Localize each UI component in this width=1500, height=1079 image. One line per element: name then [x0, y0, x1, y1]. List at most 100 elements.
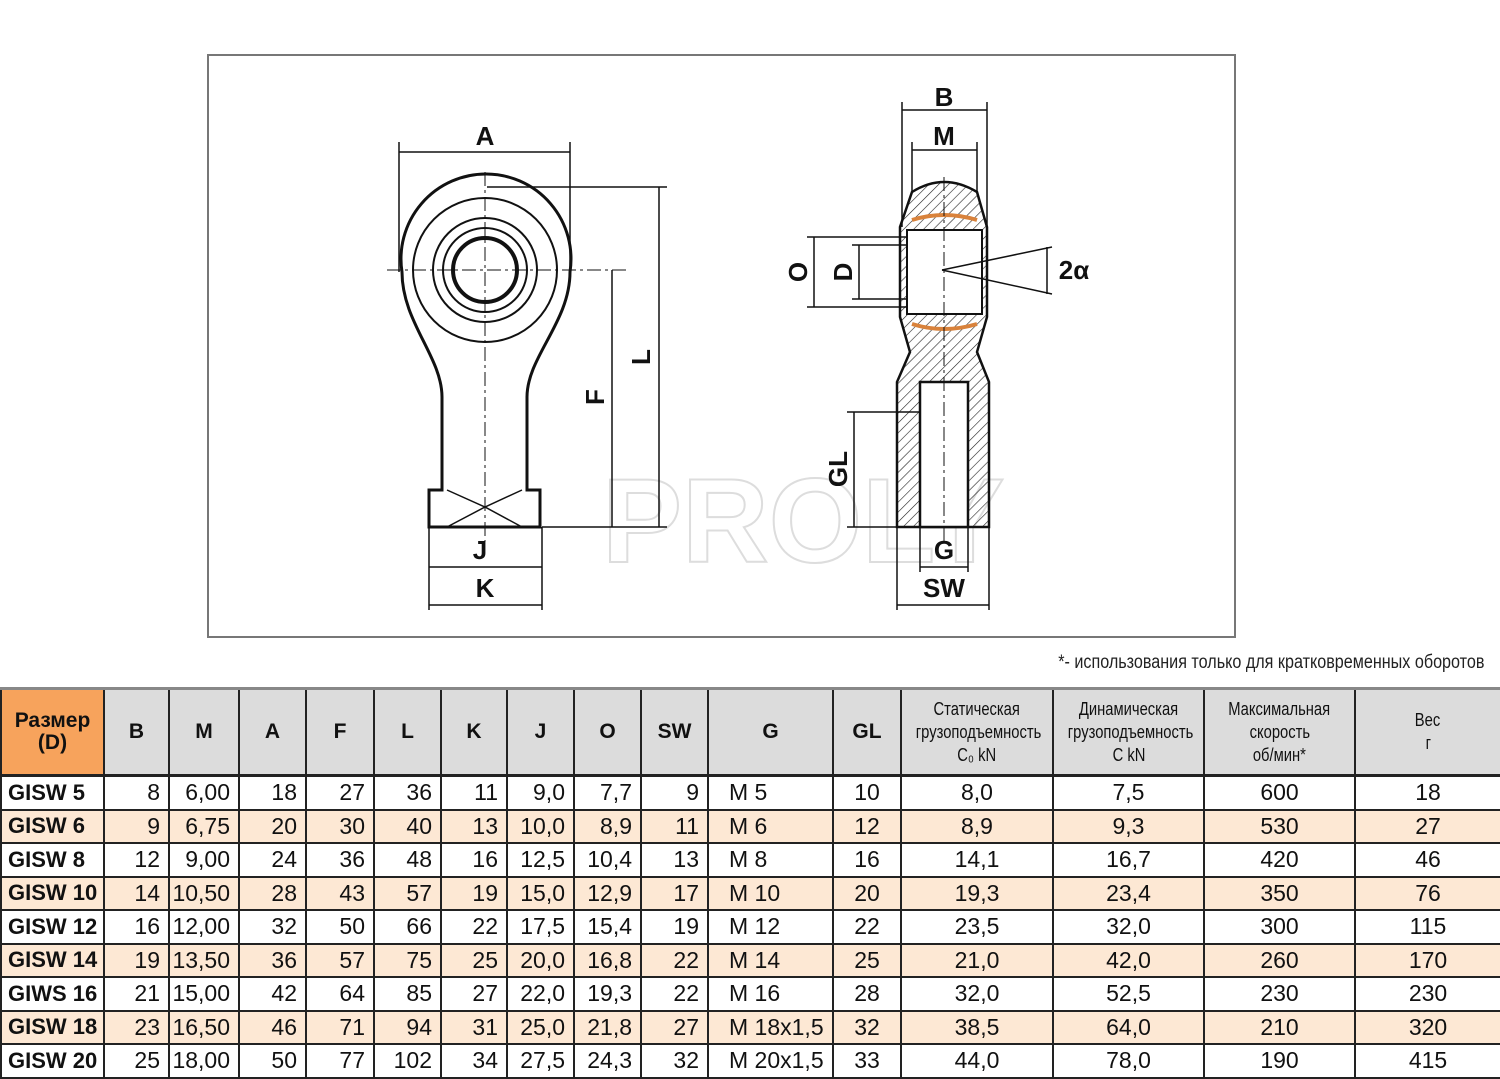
dim-label-m: M	[933, 121, 955, 151]
value-cell: 320	[1354, 1009, 1500, 1045]
front-view	[387, 142, 667, 610]
value-cell: M 18x1,5	[707, 1009, 834, 1045]
header-m: M	[168, 687, 240, 777]
value-cell: 22	[440, 909, 508, 945]
value-cell: 76	[1354, 875, 1500, 911]
dim-label-gl: GL	[823, 451, 853, 487]
value-cell: 25	[832, 942, 902, 978]
value-cell: 9,3	[1052, 808, 1205, 844]
value-cell: 9,0	[506, 774, 575, 811]
value-cell: 75	[373, 942, 442, 978]
dim-label-j: J	[473, 535, 487, 565]
header-j: J	[506, 687, 575, 777]
value-cell: 23	[103, 1009, 170, 1045]
value-cell: 11	[640, 808, 709, 844]
value-cell: 300	[1203, 909, 1356, 945]
value-cell: 27	[1354, 808, 1500, 844]
header-a: A	[238, 687, 307, 777]
value-cell: M 12	[707, 909, 834, 945]
value-cell: 15,0	[506, 875, 575, 911]
size-cell: GISW 20	[0, 1043, 105, 1079]
size-cell: GISW 18	[0, 1009, 105, 1045]
value-cell: 32	[640, 1043, 709, 1079]
value-cell: 32	[832, 1009, 902, 1045]
value-cell: 48	[373, 842, 442, 878]
size-cell: GISW 14	[0, 942, 105, 978]
header-f: F	[305, 687, 375, 777]
value-cell: 6,75	[168, 808, 240, 844]
dim-label-l: L	[626, 349, 656, 365]
value-cell: 22	[832, 909, 902, 945]
value-cell: 27	[640, 1009, 709, 1045]
value-cell: 21,8	[573, 1009, 642, 1045]
value-cell: 42,0	[1052, 942, 1205, 978]
value-cell: 230	[1354, 976, 1500, 1012]
value-cell: 23,5	[900, 909, 1054, 945]
value-cell: 14	[103, 875, 170, 911]
value-cell: 27,5	[506, 1043, 575, 1079]
value-cell: 260	[1203, 942, 1356, 978]
value-cell: 40	[373, 808, 442, 844]
value-cell: 25	[103, 1043, 170, 1079]
value-cell: 10,0	[506, 808, 575, 844]
header-row: Размер(D) B M A F L K J O SW G GL Статич…	[0, 687, 1500, 777]
value-cell: 16,50	[168, 1009, 240, 1045]
value-cell: 350	[1203, 875, 1356, 911]
value-cell: 16,7	[1052, 842, 1205, 878]
value-cell: 8,9	[573, 808, 642, 844]
value-cell: 13,50	[168, 942, 240, 978]
value-cell: 12	[103, 842, 170, 878]
value-cell: 18	[238, 774, 307, 811]
value-cell: 13	[440, 808, 508, 844]
dim-label-f: F	[580, 389, 610, 405]
value-cell: 36	[238, 942, 307, 978]
value-cell: 42	[238, 976, 307, 1012]
header-g: G	[707, 687, 834, 777]
header-size: Размер(D)	[0, 687, 105, 777]
value-cell: 30	[305, 808, 375, 844]
value-cell: 19	[640, 909, 709, 945]
side-view	[807, 102, 1053, 610]
value-cell: 21,0	[900, 942, 1054, 978]
value-cell: M 8	[707, 842, 834, 878]
technical-drawing: PROLY	[207, 54, 1236, 638]
value-cell: 12	[832, 808, 902, 844]
value-cell: 10	[832, 774, 902, 811]
value-cell: 8	[103, 774, 170, 811]
dim-label-k: K	[476, 573, 495, 603]
value-cell: 64	[305, 976, 375, 1012]
value-cell: 25,0	[506, 1009, 575, 1045]
value-cell: M 20x1,5	[707, 1043, 834, 1079]
value-cell: 12,5	[506, 842, 575, 878]
value-cell: 7,5	[1052, 774, 1205, 811]
value-cell: 27	[305, 774, 375, 811]
value-cell: M 6	[707, 808, 834, 844]
value-cell: 31	[440, 1009, 508, 1045]
dim-label-d: D	[828, 263, 858, 282]
dim-label-alpha: 2α	[1059, 255, 1089, 285]
value-cell: 38,5	[900, 1009, 1054, 1045]
value-cell: M 10	[707, 875, 834, 911]
header-gl: GL	[832, 687, 902, 777]
value-cell: 28	[238, 875, 307, 911]
value-cell: 43	[305, 875, 375, 911]
value-cell: 20	[832, 875, 902, 911]
value-cell: 17	[640, 875, 709, 911]
value-cell: 32	[238, 909, 307, 945]
value-cell: 230	[1203, 976, 1356, 1012]
value-cell: 420	[1203, 842, 1356, 878]
value-cell: 57	[305, 942, 375, 978]
value-cell: 17,5	[506, 909, 575, 945]
value-cell: 32,0	[1052, 909, 1205, 945]
value-cell: 24,3	[573, 1043, 642, 1079]
header-k: K	[440, 687, 508, 777]
